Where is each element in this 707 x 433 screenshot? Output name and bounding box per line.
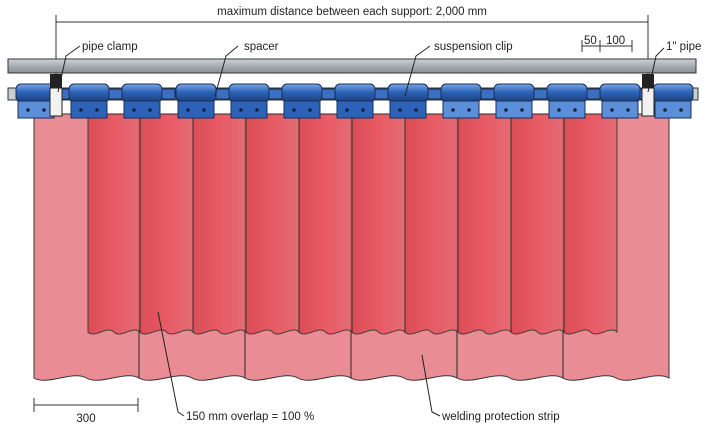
suspension-clip <box>281 83 323 119</box>
front-strip <box>245 113 300 335</box>
spacer <box>215 88 230 100</box>
spacer <box>533 88 548 100</box>
front-strip <box>298 113 353 335</box>
strip-label: welding protection strip <box>441 411 560 423</box>
pipe-callout: 1" pipe <box>647 41 701 93</box>
dim-300-label: 300 <box>76 413 95 425</box>
spacer <box>321 88 336 100</box>
overlap-callout: 150 mm overlap = 100 % <box>157 311 314 423</box>
support-bar <box>7 58 697 74</box>
pipe-clamp-callout: pipe clamp <box>57 41 138 93</box>
suspension-clip <box>68 83 110 119</box>
support-distance-dimension: maximum distance between each support: 2… <box>55 6 649 78</box>
suspension-clip <box>121 83 163 119</box>
dim-100-label: 100 <box>606 35 625 47</box>
pipe-clamp-label: pipe clamp <box>82 41 138 53</box>
spacer <box>161 88 176 100</box>
front-strip <box>404 113 459 335</box>
suspension-clips <box>15 83 694 119</box>
suspension-clip <box>599 83 641 119</box>
spacer <box>586 88 601 100</box>
width-dimension: 300 <box>33 398 139 425</box>
front-strip <box>87 113 141 335</box>
front-strip <box>563 113 618 335</box>
suspension-clip <box>546 83 588 119</box>
suspension-clip-label: suspension clip <box>434 41 513 53</box>
strip-callout: welding protection strip <box>421 354 560 423</box>
suspension-clip <box>228 83 270 119</box>
front-strip <box>510 113 565 335</box>
suspension-clip <box>387 83 429 119</box>
spacer <box>480 88 495 100</box>
front-strip <box>192 113 247 335</box>
overlap-label: 150 mm overlap = 100 % <box>186 411 314 423</box>
spacer <box>427 88 442 100</box>
suspension-clip <box>652 83 694 119</box>
pipe-clamp-right <box>641 74 655 117</box>
front-strip <box>351 113 406 335</box>
max-distance-label: maximum distance between each support: 2… <box>217 6 487 18</box>
dim-50-label: 50 <box>584 35 597 47</box>
front-strips <box>87 113 618 335</box>
spacer <box>374 88 389 100</box>
spacer-label: spacer <box>244 41 279 53</box>
suspension-clip <box>175 83 217 119</box>
suspension-clip-callout: suspension clip <box>404 41 513 97</box>
front-strip <box>457 113 512 335</box>
spacer <box>268 88 283 100</box>
pipe-clamp-left <box>49 74 63 117</box>
suspension-clip <box>334 83 376 119</box>
spacing-dimension: 50 100 <box>581 35 633 52</box>
front-strip <box>139 113 194 335</box>
spacer <box>108 88 123 100</box>
pipe-label: 1" pipe <box>666 41 701 53</box>
suspension-clip <box>440 83 482 119</box>
spacer-callout: spacer <box>214 41 279 97</box>
suspension-clip <box>493 83 535 119</box>
